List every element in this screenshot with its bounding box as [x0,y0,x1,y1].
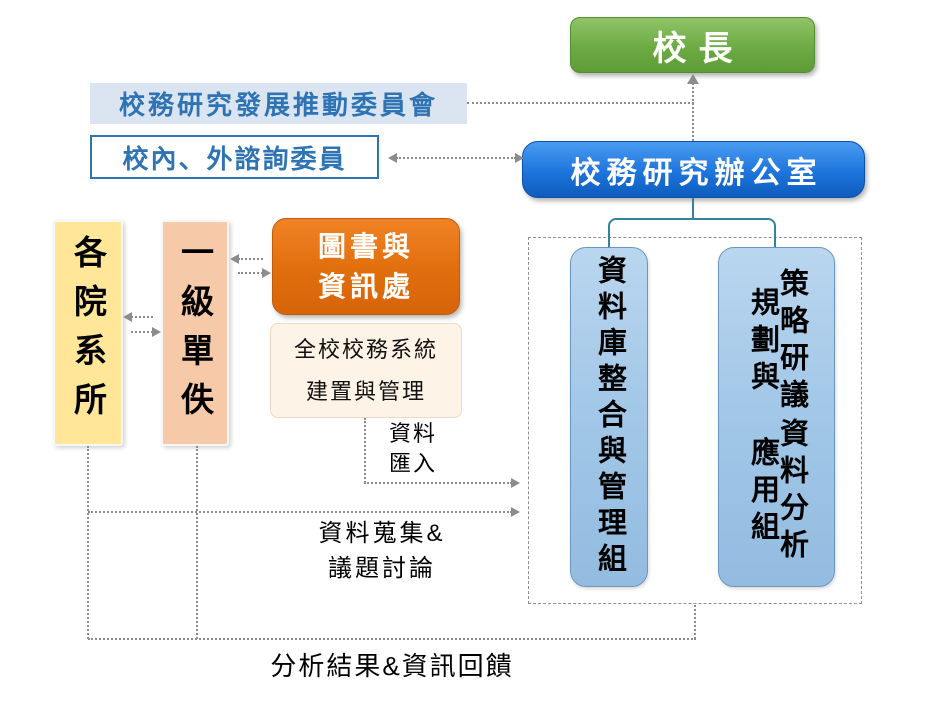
node-first-level-units: 一級單佚 [161,220,229,446]
node-colleges-label: 各院系所 [69,235,107,431]
node-ir-office: 校務研究辦公室 [522,141,865,198]
connector-riser-colleges [87,446,89,639]
node-president: 校長 [570,17,815,73]
connector-data-collection [88,511,512,513]
arrowhead-left-advisors [388,153,397,163]
connector-feedback-drop [694,605,696,639]
node-library-it-office: 圖書與 資訊處 [272,218,460,315]
arrowhead-right-data-import [511,478,520,488]
connector-units-to-library [238,272,263,274]
arrowhead-up-president [687,74,699,84]
arrowhead-left-units [230,254,239,264]
connector-office-stub [692,198,694,219]
arrowhead-right-data-collection [511,507,520,517]
node-first-level-units-label: 一級單佚 [176,235,214,431]
connector-data-import-horizontal [364,482,512,484]
ir-office-groups-container [528,237,862,604]
node-campus-system-management: 全校校務系統 建置與管理 [270,323,462,418]
connector-feedback-horizontal [88,638,696,640]
connector-committee-to-president-line [467,102,694,104]
connector-riser-units [196,446,198,639]
label-data-collection: 資料蒐集& 議題討論 [318,520,446,582]
label-data-import: 資料 匯入 [388,421,437,476]
connector-advisors-office [396,157,516,159]
strategy-group-column-left: 資料分析應用組 [746,418,808,566]
connector-units-to-colleges [131,316,153,318]
node-colleges-departments: 各院系所 [53,220,123,446]
strategy-group-column-right: 策略研議規劃與 [746,268,808,416]
node-ir-development-committee: 校務研究發展推動委員會 [90,83,467,124]
connector-library-to-units [238,258,263,260]
arrowhead-left-colleges [123,312,132,322]
connector-office-to-president [692,83,694,141]
node-database-integration-group-label: 資料庫整合與管理組 [593,255,626,579]
label-analysis-feedback: 分析結果&資訊回饋 [270,651,514,681]
arrowhead-right-library [262,268,271,278]
node-strategy-analysis-group-label: 策略研議規劃與 資料分析應用組 [741,267,813,567]
arrowhead-right-office [515,153,524,163]
arrowhead-right-units [152,327,161,337]
node-strategy-analysis-group: 策略研議規劃與 資料分析應用組 [718,247,835,587]
node-database-integration-group: 資料庫整合與管理組 [570,247,648,587]
connector-data-import-vertical [364,418,366,483]
connector-colleges-to-units [131,331,153,333]
node-advisory-members: 校內、外諮詢委員 [90,135,379,179]
connector-office-bracket [608,218,776,247]
